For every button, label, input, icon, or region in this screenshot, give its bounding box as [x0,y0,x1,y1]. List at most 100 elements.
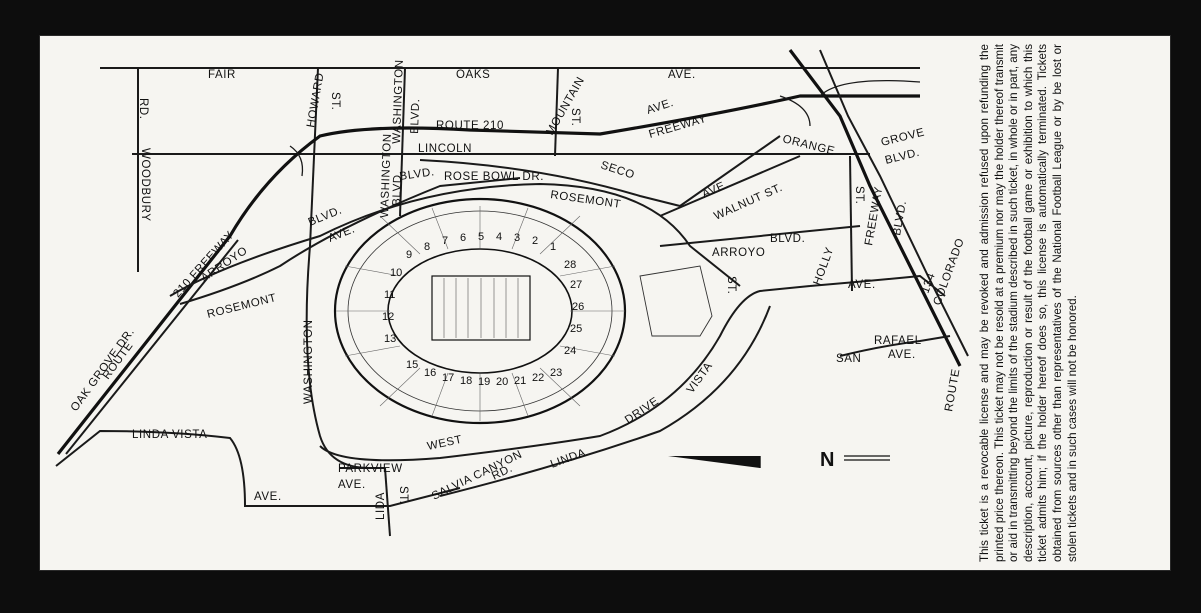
section-label: 1 [550,241,556,253]
street-label: ST. [725,276,737,294]
section-label: 4 [496,231,502,243]
section-label: 17 [442,372,454,384]
mountain-st-line [554,67,559,157]
section-label: 13 [384,333,396,345]
section-label: 3 [514,232,520,244]
street-label: FREEWAY [648,113,709,141]
street-label: BLVD. [770,233,805,245]
ticket-back: 9 8 7 6 5 4 3 2 1 10 11 12 13 15 16 17 1… [40,36,1170,570]
route-134-freeway [788,49,962,367]
street-label: ROSEMONT [206,292,278,321]
section-label: 25 [570,323,582,335]
section-label: 16 [424,367,436,379]
street-label: ARROYO [712,247,765,259]
street-label: ST. [397,486,409,504]
street-label: BLVD. [409,98,422,134]
street-label: COLORADO [932,237,967,307]
street-label: MOUNTAIN [544,75,587,138]
street-label: OAK GROVE DR. [69,326,137,414]
street-label: RD. [137,98,149,120]
section-label: 5 [478,231,484,243]
street-label: AVE. [645,97,675,117]
sections-left: 10 11 12 13 [382,267,402,345]
colorado-blvd-line [809,274,946,297]
arroyo-blvd-right-line [659,225,861,247]
street-label: ROUTE 210 [436,120,504,132]
section-label: 10 [390,267,402,279]
arroyo-blvd-left-line [179,177,521,305]
section-label: 7 [442,235,448,247]
street-label: FAIR [208,69,236,81]
section-label: 27 [570,279,582,291]
san-rafael-ave-line [839,335,951,357]
stadium-inner-ring [387,248,573,374]
route-210-freeway [56,94,920,455]
street-label: AVE. [338,479,366,491]
street-label: ST. [569,108,581,126]
walnut-st-line [659,155,801,217]
street-label: AVE. [668,69,696,81]
section-label: 20 [496,376,508,388]
street-label: WEST [426,434,463,453]
section-label: 15 [406,359,418,371]
sections-bottom: 15 16 17 18 19 20 21 22 23 [406,359,562,388]
section-label: 21 [514,375,526,387]
section-label: 9 [406,249,412,261]
lida-st-line [384,467,391,537]
street-label: BLVD. [399,166,436,183]
west-drive-line [319,285,811,462]
street-label: ST. [329,92,341,110]
street-label: BLVD. [884,147,921,167]
street-label: HOWARD [305,72,326,129]
section-label: 26 [572,301,584,313]
section-label: 6 [460,232,466,244]
street-label: GROVE [880,126,926,148]
sections-right: 28 27 26 25 24 [564,259,584,357]
section-label: 8 [424,241,430,253]
compass-letter: N [820,449,834,471]
street-label: LINCOLN [418,143,472,155]
street-label: PARKVIEW [338,463,403,475]
street-label: LINDA [549,447,588,471]
sections-top: 9 8 7 6 5 4 3 2 1 [406,231,556,261]
street-label: LIDA [375,492,387,520]
street-label: RAFAEL [874,335,922,347]
route-134-lane [819,49,969,357]
street-label: ST. [853,186,865,204]
street-label: WOODBURY [139,148,151,222]
street-label: AVE. [254,491,282,503]
linda-vista-ave-line [55,429,461,507]
section-label: 18 [460,375,472,387]
howard-st-line [309,67,319,247]
street-label: WASHINGTON [391,59,406,144]
practice-field-stands [639,265,713,337]
holly-st-line [849,155,853,292]
linda-vista-drive-line [439,305,771,497]
section-label: 2 [532,235,538,247]
section-label: 12 [382,311,394,323]
street-label: SECO [599,159,636,181]
football-field [431,275,531,341]
street-label: OAKS [456,69,490,81]
seco-ave-line [419,135,781,208]
yard-lines [443,278,519,338]
stadium-area-map: 9 8 7 6 5 4 3 2 1 10 11 12 13 15 16 17 1… [55,49,969,537]
rosemont-line [169,182,741,297]
street-label: WASHINGTON [379,133,394,218]
street-label: ROSE BOWL DR. [444,171,544,183]
compass-indicator: N [668,449,890,471]
section-label: 11 [384,289,395,301]
section-label: 28 [564,259,576,271]
interchange-ramp [819,80,921,97]
seating-aisles [336,206,625,421]
street-label: BLVD. [391,170,404,206]
street-label: HOLLY [812,245,837,287]
section-label: 24 [564,345,576,357]
street-label: DRIVE [623,395,661,426]
street-label: SAN [836,353,861,365]
interchange-ramp [289,145,304,177]
washington-lower-line [305,245,371,469]
street-label: LINDA VISTA [132,429,207,441]
street-label: WASHINGTON [303,319,315,404]
street-label: AVE. [888,349,916,361]
